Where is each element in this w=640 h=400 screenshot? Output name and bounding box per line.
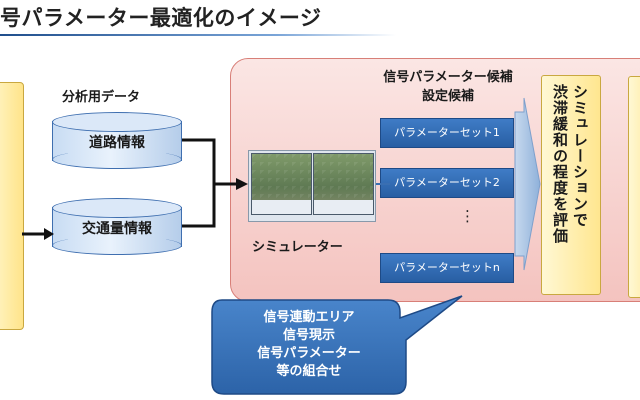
parameter-set-n: パラメーターセットn: [380, 253, 514, 283]
road-info-label: 道路情報: [89, 135, 145, 151]
simulator-map-right: [313, 153, 374, 215]
road-info-database: 道路情報: [52, 112, 182, 170]
callout-line-1: 信号連動エリア: [263, 310, 355, 325]
callout-text: 信号連動エリア 信号現示 信号パラメーター 等の組合せ: [218, 309, 400, 381]
callout-bubble: [211, 295, 463, 395]
evaluation-box: [541, 75, 601, 295]
ellipsis-dots: ⋮: [460, 207, 475, 225]
left-input-box: [0, 82, 24, 330]
simulator-label: シミュレーター: [252, 240, 343, 255]
callout-line-2: 信号現示: [282, 328, 335, 343]
data-to-simulator-connector: [182, 138, 248, 228]
right-output-box: [628, 76, 640, 298]
callout-line-4: 等の組合せ: [276, 364, 342, 379]
evaluation-text: シミュレーションで 渋滞緩和の程度を評価: [541, 84, 599, 284]
input-arrow: [22, 228, 54, 240]
traffic-volume-label: 交通量情報: [82, 221, 152, 237]
parameter-set-2: パラメーターセット2: [380, 168, 514, 198]
candidates-header-line1: 信号パラメーター候補: [383, 70, 513, 85]
traffic-volume-database: 交通量情報: [52, 198, 182, 256]
title-underline: [0, 34, 396, 36]
diagram-title: 号パラメーター最適化のイメージ: [0, 6, 322, 30]
candidates-header: 信号パラメーター候補 設定候補: [372, 68, 524, 106]
simulator-map-left: [251, 153, 312, 215]
simulator-screenshot: [248, 150, 376, 222]
callout-line-3: 信号パラメーター: [257, 346, 361, 361]
analysis-data-label: 分析用データ: [62, 90, 141, 105]
parameter-set-1: パラメーターセット1: [380, 118, 514, 148]
evaluation-text-col1: シミュレーションで: [571, 84, 589, 228]
evaluation-text-col2: 渋滞緩和の程度を評価: [551, 84, 569, 244]
evaluation-arrow: [514, 97, 541, 271]
candidates-header-line2: 設定候補: [421, 89, 474, 104]
